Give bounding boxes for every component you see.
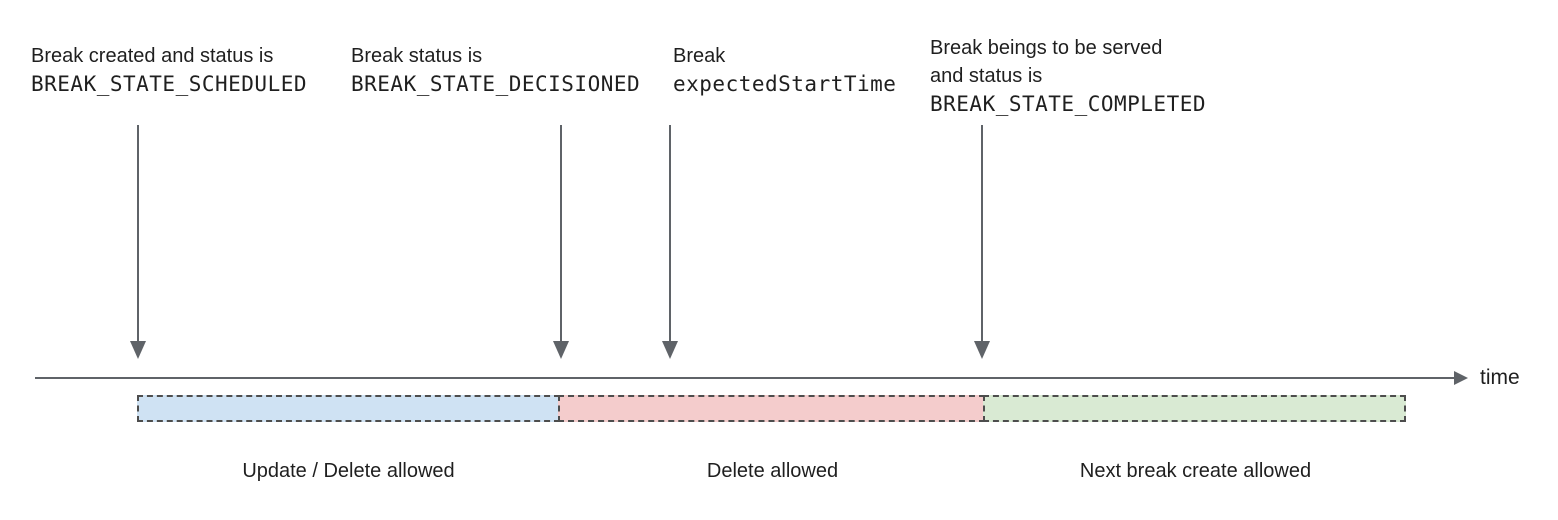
annotation-text: Break status is — [351, 45, 483, 67]
time-axis-label: time — [1480, 366, 1520, 389]
annotation-break-decisioned: Break status is BREAK_STATE_DECISIONED — [351, 42, 640, 98]
annotation-code-text: BREAK_STATE_COMPLETED — [930, 92, 1207, 116]
scheduled-arrow-shaft — [137, 125, 139, 343]
annotation-text: and status is — [930, 65, 1043, 87]
annotation-break-scheduled: Break created and status is BREAK_STATE_… — [31, 42, 307, 98]
time-axis-line — [35, 377, 1456, 379]
annotation-code-text: BREAK_STATE_SCHEDULED — [31, 72, 308, 96]
segment-label-update-delete-allowed: Update / Delete allowed — [242, 460, 455, 482]
segment-delete-allowed — [558, 395, 985, 422]
annotation-text: Break beings to be served — [930, 37, 1163, 59]
annotation-text: Break — [673, 45, 726, 67]
annotation-code-text: expectedStartTime — [673, 72, 897, 96]
segment-update-delete-allowed — [137, 395, 560, 422]
expected-start-arrow-head-icon — [662, 341, 678, 359]
completed-arrow-shaft — [981, 125, 983, 343]
completed-arrow-head-icon — [974, 341, 990, 359]
decisioned-arrow-head-icon — [553, 341, 569, 359]
decisioned-arrow-shaft — [560, 125, 562, 343]
annotation-text: Break created and status is — [31, 45, 274, 67]
segment-next-break-create-allowed — [983, 395, 1406, 422]
scheduled-arrow-head-icon — [130, 341, 146, 359]
annotation-code-text: BREAK_STATE_DECISIONED — [351, 72, 641, 96]
expected-start-arrow-shaft — [669, 125, 671, 343]
segment-label-delete-allowed: Delete allowed — [706, 460, 839, 482]
segment-label-next-break-create-allowed: Next break create allowed — [1079, 460, 1312, 482]
annotation-expected-start-time: Break expectedStartTime — [673, 42, 896, 98]
time-axis-arrow-icon — [1454, 371, 1468, 385]
annotation-break-completed: Break beings to be served and status is … — [930, 34, 1206, 118]
